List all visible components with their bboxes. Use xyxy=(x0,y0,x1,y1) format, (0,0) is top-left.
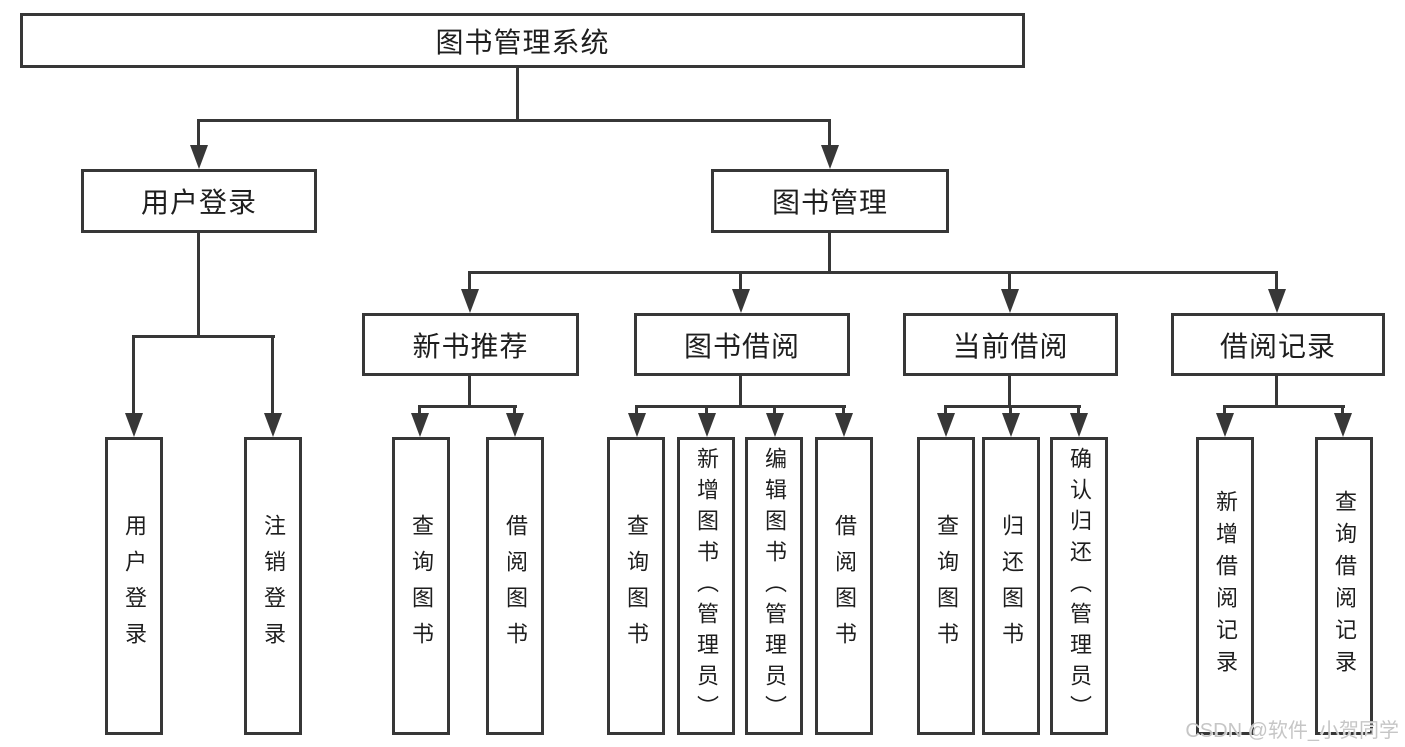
arrow-down-icon xyxy=(766,413,784,437)
arrow-down-icon xyxy=(821,145,839,169)
connector-line xyxy=(1341,405,1344,415)
connector-line xyxy=(773,405,776,415)
connector-line xyxy=(635,405,638,415)
connector-line xyxy=(842,405,845,415)
node-book-borrow-label: 图书借阅 xyxy=(683,330,800,362)
node-new-book-recommend: 新书推荐 xyxy=(362,313,579,376)
connector-line xyxy=(418,405,421,415)
connector-line xyxy=(132,335,275,338)
leaf-query-borrow-record-label: 查询借阅记录 xyxy=(1332,490,1357,682)
connector-line xyxy=(418,405,517,408)
node-current-borrow-label: 当前借阅 xyxy=(952,330,1069,362)
arrow-down-icon xyxy=(506,413,524,437)
leaf-borrow-books-recommend: 借阅图书 xyxy=(486,437,544,735)
connector-line xyxy=(828,119,831,147)
connector-line xyxy=(1275,374,1278,407)
leaf-user-login: 用户登录 xyxy=(105,437,163,735)
arrow-down-icon xyxy=(732,289,750,313)
arrow-down-icon xyxy=(190,145,208,169)
leaf-query-books-recommend-label: 查询图书 xyxy=(409,514,434,658)
arrow-down-icon xyxy=(835,413,853,437)
arrow-down-icon xyxy=(1216,413,1234,437)
leaf-confirm-return-admin: 确认归还（管理员） xyxy=(1050,437,1108,735)
connector-line xyxy=(944,405,947,415)
leaf-query-borrow-record: 查询借阅记录 xyxy=(1315,437,1373,735)
leaf-edit-book-admin: 编辑图书（管理员） xyxy=(745,437,803,735)
csdn-watermark: CSDN @软件_小贺同学 xyxy=(1185,720,1399,742)
arrow-down-icon xyxy=(1268,289,1286,313)
leaf-user-login-label: 用户登录 xyxy=(122,514,147,658)
connector-line xyxy=(1008,374,1011,407)
leaf-borrow-books-label: 借阅图书 xyxy=(832,514,857,658)
leaf-query-books-borrow-label: 查询图书 xyxy=(624,514,649,658)
leaf-query-books-recommend: 查询图书 xyxy=(392,437,450,735)
node-new-book-recommend-label: 新书推荐 xyxy=(412,330,529,362)
leaf-query-books-borrow: 查询图书 xyxy=(607,437,665,735)
node-root: 图书管理系统 xyxy=(20,13,1025,68)
connector-line xyxy=(468,374,471,407)
connector-line xyxy=(271,335,274,415)
connector-line xyxy=(1223,405,1226,415)
leaf-borrow-books-recommend-label: 借阅图书 xyxy=(503,514,528,658)
arrow-down-icon xyxy=(1002,413,1020,437)
leaf-return-book-label: 归还图书 xyxy=(999,514,1024,658)
connector-line xyxy=(828,232,831,274)
arrow-down-icon xyxy=(411,413,429,437)
node-root-label: 图书管理系统 xyxy=(435,26,610,58)
connector-line xyxy=(1008,271,1011,291)
connector-line xyxy=(635,405,846,408)
connector-line xyxy=(944,405,1081,408)
leaf-confirm-return-admin-label: 确认归还（管理员） xyxy=(1067,446,1092,726)
connector-line xyxy=(197,232,200,337)
connector-line xyxy=(132,335,135,415)
arrow-down-icon xyxy=(1334,413,1352,437)
connector-line xyxy=(513,405,516,415)
leaf-add-borrow-record: 新增借阅记录 xyxy=(1196,437,1254,735)
leaf-add-book-admin-label: 新增图书（管理员） xyxy=(694,446,719,726)
connector-line xyxy=(1077,405,1080,415)
leaf-borrow-books: 借阅图书 xyxy=(815,437,873,735)
node-borrow-records: 借阅记录 xyxy=(1171,313,1385,376)
node-current-borrow: 当前借阅 xyxy=(903,313,1118,376)
leaf-logout: 注销登录 xyxy=(244,437,302,735)
connector-line xyxy=(1223,405,1345,408)
leaf-add-book-admin: 新增图书（管理员） xyxy=(677,437,735,735)
leaf-query-books-current-label: 查询图书 xyxy=(934,514,959,658)
node-borrow-records-label: 借阅记录 xyxy=(1219,330,1336,362)
connector-line xyxy=(197,119,831,122)
node-book-borrow: 图书借阅 xyxy=(634,313,850,376)
connector-line xyxy=(516,68,519,121)
connector-line xyxy=(1009,405,1012,415)
connector-line xyxy=(197,119,200,147)
arrow-down-icon xyxy=(937,413,955,437)
leaf-add-borrow-record-label: 新增借阅记录 xyxy=(1213,490,1238,682)
arrow-down-icon xyxy=(1001,289,1019,313)
arrow-down-icon xyxy=(1070,413,1088,437)
leaf-edit-book-admin-label: 编辑图书（管理员） xyxy=(762,446,787,726)
leaf-return-book: 归还图书 xyxy=(982,437,1040,735)
node-user-login: 用户登录 xyxy=(81,169,317,233)
connector-line xyxy=(1275,271,1278,291)
node-book-management: 图书管理 xyxy=(711,169,949,233)
arrow-down-icon xyxy=(461,289,479,313)
connector-line xyxy=(739,374,742,407)
node-book-management-label: 图书管理 xyxy=(771,187,888,218)
leaf-query-books-current: 查询图书 xyxy=(917,437,975,735)
connector-line xyxy=(739,271,742,291)
arrow-down-icon xyxy=(628,413,646,437)
arrow-down-icon xyxy=(264,413,282,437)
arrow-down-icon xyxy=(698,413,716,437)
node-user-login-label: 用户登录 xyxy=(140,187,257,218)
leaf-logout-label: 注销登录 xyxy=(261,514,286,658)
connector-line xyxy=(705,405,708,415)
arrow-down-icon xyxy=(125,413,143,437)
connector-line xyxy=(468,271,1278,274)
connector-line xyxy=(468,271,471,291)
